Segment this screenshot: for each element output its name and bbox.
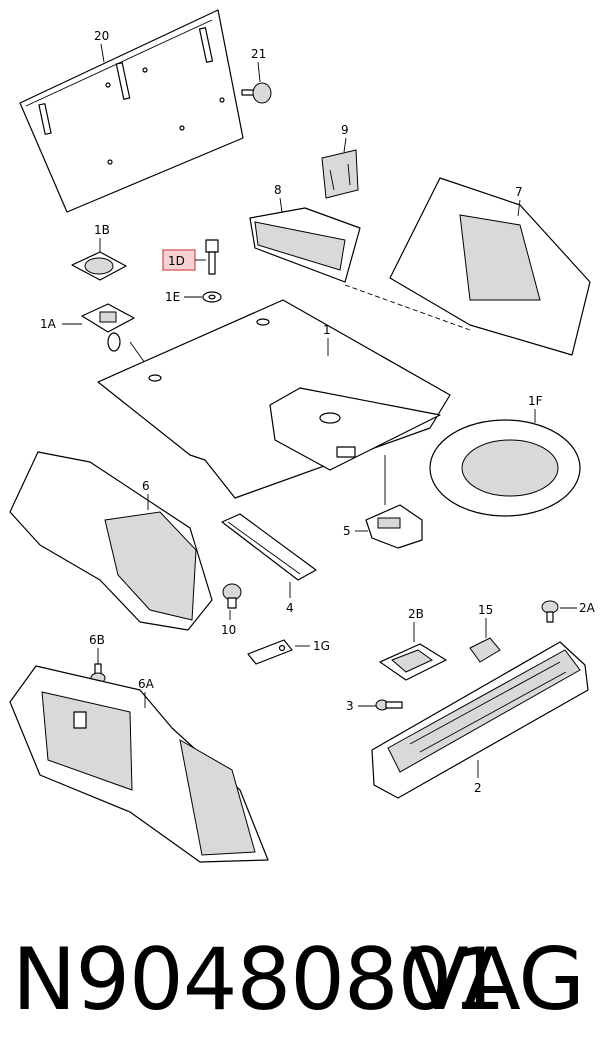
label-3: 3 — [346, 699, 354, 713]
footer: N90480801 VAG — [0, 925, 600, 1035]
brand-name: VAG — [409, 930, 585, 1030]
part-1G-bracket — [247, 639, 293, 665]
label-9: 9 — [341, 123, 349, 137]
part-3-screw — [375, 699, 403, 711]
label-4: 4 — [286, 601, 294, 615]
label-1G: 1G — [313, 639, 330, 653]
part-1E-washer — [202, 291, 222, 303]
label-1A: 1A — [40, 317, 57, 331]
label-6B: 6B — [89, 633, 105, 647]
label-10: 10 — [221, 623, 236, 637]
part-15-striker — [469, 637, 501, 663]
label-1E: 1E — [165, 290, 180, 304]
label-1D: 1D — [168, 254, 185, 268]
label-1F: 1F — [528, 394, 543, 408]
label-1B: 1B — [94, 223, 110, 237]
part-7-side-trim — [389, 177, 591, 356]
label-2A: 2A — [579, 601, 596, 615]
label-20: 20 — [94, 29, 109, 43]
part-2B-latch — [379, 643, 447, 681]
label-7: 7 — [515, 185, 523, 199]
label-6: 6 — [142, 479, 150, 493]
part-1B-ring — [71, 251, 127, 281]
label-5: 5 — [343, 524, 351, 538]
part-5-clip — [365, 504, 423, 549]
part-8-tray — [249, 207, 361, 283]
part-number: N90480801 — [12, 930, 506, 1030]
part-6-left-trim — [9, 451, 213, 631]
part-4-panel — [221, 513, 317, 581]
part-1-trunk-floor — [97, 299, 451, 499]
label-8: 8 — [274, 183, 282, 197]
part-20-parcel-shelf — [19, 9, 244, 213]
part-2-sill-panel — [371, 641, 589, 799]
part-10-clip — [222, 583, 242, 609]
label-2: 2 — [474, 781, 482, 795]
part-21-knob — [241, 82, 272, 104]
part-1D-bolt — [205, 239, 219, 275]
parts-diagram: 20 21 9 8 7 1B 1D 1 — [9, 9, 596, 863]
part-6A-trim — [9, 665, 269, 863]
part-1A-anchor — [81, 303, 135, 352]
label-1: 1 — [323, 323, 331, 337]
label-2B: 2B — [408, 607, 424, 621]
label-15: 15 — [478, 603, 493, 617]
part-2A-bumper — [541, 600, 559, 623]
part-1F-wheel-mat — [429, 419, 581, 517]
label-21: 21 — [251, 47, 266, 61]
part-9-bracket — [321, 149, 359, 199]
label-6A: 6A — [138, 677, 155, 691]
